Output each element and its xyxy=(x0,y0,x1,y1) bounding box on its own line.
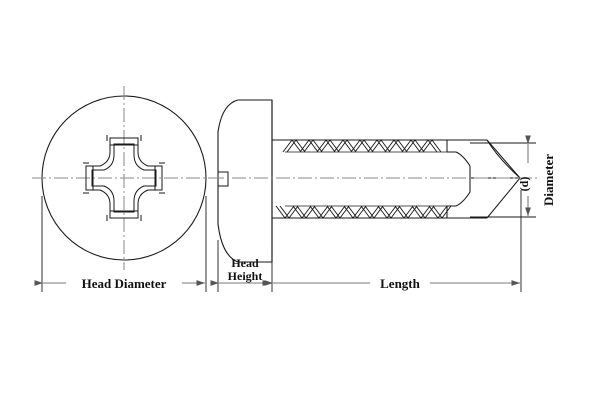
head-top-view xyxy=(32,86,216,270)
thread-turn-top-3 xyxy=(316,139,340,153)
thread-turns xyxy=(275,139,452,219)
pan-head-profile xyxy=(217,99,273,263)
head-diameter-label: Head Diameter xyxy=(82,276,167,291)
thread-turn-bottom-5 xyxy=(360,205,384,219)
thread-turn-top-7 xyxy=(384,139,408,153)
thread-turn-bottom-0 xyxy=(275,205,299,219)
diameter-label: Diameter xyxy=(541,154,556,206)
flute-relief-top xyxy=(447,151,471,178)
drill-point xyxy=(446,139,521,219)
head-height-label-line2: Height xyxy=(228,269,263,283)
thread-profile xyxy=(275,139,452,219)
head-height-label-line1: Head xyxy=(231,256,259,270)
flute-relief-bottom xyxy=(447,178,471,207)
thread-turn-bottom-9 xyxy=(428,205,452,219)
thread-turn-bottom-2 xyxy=(309,205,333,219)
diameter-symbol-label: (d) xyxy=(517,177,531,192)
thread-turn-top-9 xyxy=(418,139,442,153)
thread-turn-top-8 xyxy=(401,139,425,153)
thread-turn-bottom-7 xyxy=(394,205,418,219)
recess-inner-outline xyxy=(91,143,157,213)
pan-head xyxy=(217,99,273,263)
thread-turn-top-5 xyxy=(350,139,374,153)
thread-turn-bottom-4 xyxy=(343,205,367,219)
screw-side-view xyxy=(210,99,540,263)
phillips-cross-recess xyxy=(83,135,165,221)
thread-turn-top-1 xyxy=(282,139,306,153)
thread-turn-bottom-6 xyxy=(377,205,401,219)
thread-turn-bottom-8 xyxy=(411,205,435,219)
length-label: Length xyxy=(380,276,421,291)
diameter-dimension: Diameter (d) xyxy=(470,135,556,218)
head-recess-notch xyxy=(218,171,229,187)
thread-turn-top-6 xyxy=(367,139,391,153)
thread-turn-top-4 xyxy=(333,139,357,153)
thread-turn-bottom-1 xyxy=(292,205,316,219)
length-dimension: Length xyxy=(264,190,522,292)
thread-turn-top-2 xyxy=(299,139,323,153)
thread-turn-bottom-3 xyxy=(326,205,350,219)
head-diameter-dimension: Head Diameter xyxy=(34,196,207,292)
recess-outer-outline xyxy=(85,137,163,219)
head-height-dimension: Head Height xyxy=(210,240,273,292)
